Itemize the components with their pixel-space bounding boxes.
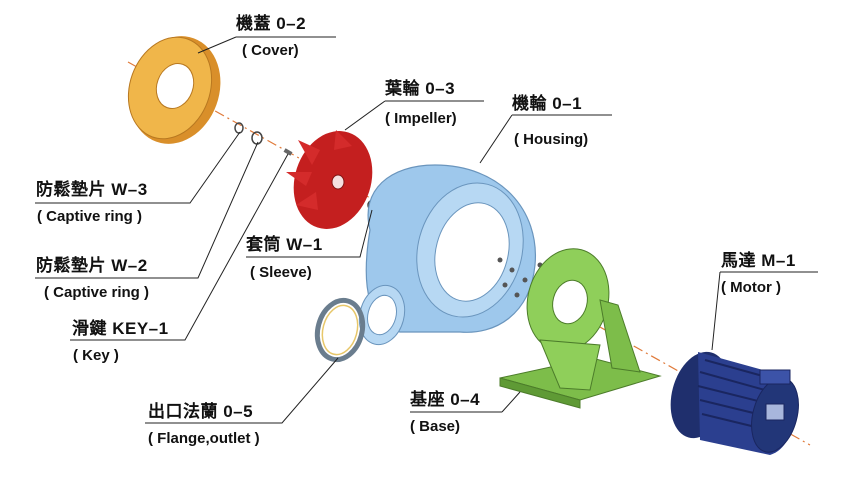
- captive-ring-parts: [234, 122, 293, 156]
- motor-part: [670, 351, 799, 455]
- motor-label-zh: 馬達 M–1: [721, 251, 796, 270]
- leader-lines: [35, 36, 818, 424]
- base-part: [499, 248, 662, 409]
- housing-label-zh: 機輪 0–1: [512, 94, 583, 113]
- captive-ring-w2-label-zh: 防鬆墊片 W–2: [36, 256, 148, 275]
- base-label-zh: 基座 0–4: [410, 390, 481, 409]
- motor-label-en: ( Motor ): [721, 279, 781, 296]
- sleeve-label-zh: 套筒 W–1: [246, 235, 323, 254]
- cover-label-en: ( Cover): [242, 42, 299, 59]
- impeller-label-zh: 葉輪 0–3: [385, 79, 456, 98]
- bolt-set: [497, 257, 543, 298]
- housing-part: [358, 164, 536, 346]
- housing-label-en: ( Housing): [514, 131, 589, 148]
- impeller-label-en: ( Impeller): [385, 110, 457, 127]
- cover-label-zh: 機蓋 0–2: [236, 14, 307, 33]
- flange-label-zh: 出口法蘭 0–5: [148, 402, 254, 421]
- impeller-part: [286, 130, 375, 229]
- captive-ring-w3-label-en: ( Captive ring ): [37, 208, 143, 225]
- base-label-en: ( Base): [410, 418, 461, 435]
- sleeve-label-en: ( Sleeve): [250, 264, 312, 281]
- captive-ring-w3-label-zh: 防鬆墊片 W–3: [36, 180, 148, 199]
- key-label-en: ( Key ): [73, 347, 119, 364]
- captive-ring-w2-label-en: ( Captive ring ): [44, 284, 150, 301]
- cover-part: [127, 36, 221, 144]
- flange-part: [314, 297, 366, 363]
- key-label-zh: 滑鍵 KEY–1: [72, 319, 169, 338]
- flange-label-en: ( Flange,outlet ): [148, 430, 260, 447]
